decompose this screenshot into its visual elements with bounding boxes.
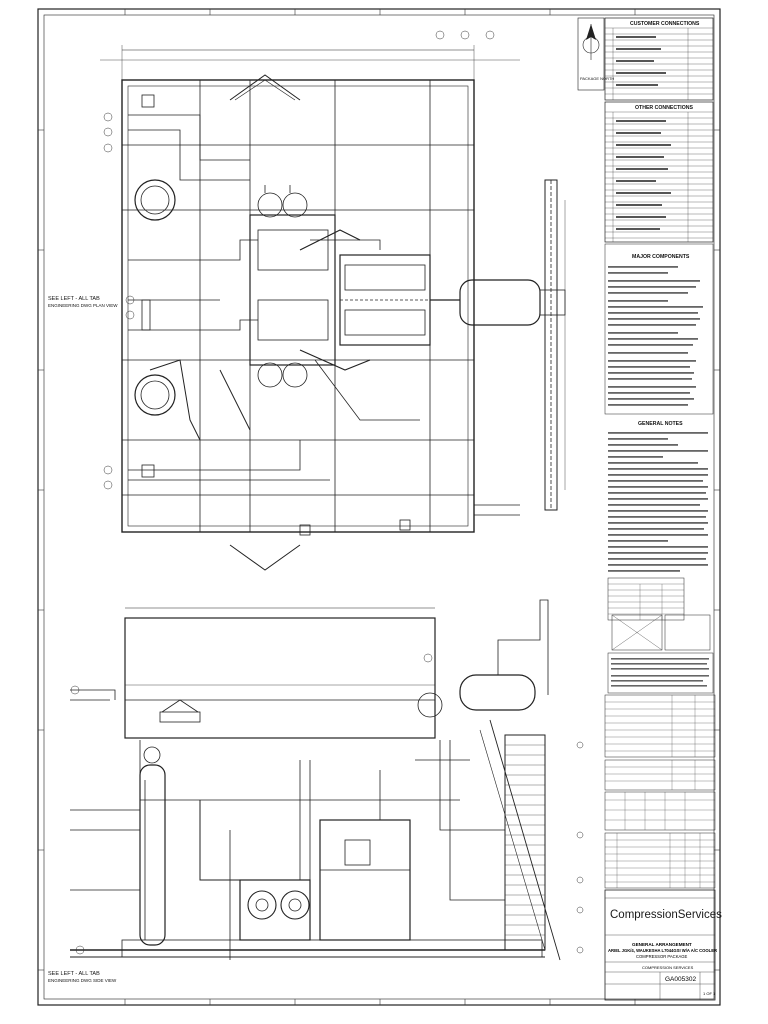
north-arrow-label: PACKAGE NORTH <box>580 76 614 81</box>
general-notes-title: GENERAL NOTES <box>638 421 683 427</box>
side-note-side: SEE LEFT - ALL TAB <box>48 971 100 977</box>
drawing-title-line-3: COMPRESSOR PACKAGE <box>636 954 688 959</box>
drawing-title-line-2: ARIEL JGK/4, WAUKESHA L7044GSI W/A A/C C… <box>608 948 717 953</box>
drawing-number: GA005302 <box>665 976 696 983</box>
side-view-tags <box>70 653 584 955</box>
company-logo: CompressionServices <box>610 909 722 921</box>
section-label: COMPRESSION SERVICES <box>642 965 694 970</box>
major-components-box <box>604 243 714 415</box>
side-note-side-sub: ENGINEERING DWG SIDE VIEW <box>48 978 117 983</box>
plan-view-tags <box>103 30 495 490</box>
side-note-plan-sub: ENGINEERING DWG PLAN VIEW <box>48 303 118 308</box>
customer-connections-title: CUSTOMER CONNECTIONS <box>630 21 700 27</box>
plan-view <box>100 45 566 571</box>
customer-connections-table <box>604 17 714 101</box>
side-note-plan: SEE LEFT - ALL TAB <box>48 296 100 302</box>
side-view <box>70 599 561 961</box>
zone-ticks <box>38 9 720 1005</box>
sheet-border <box>37 8 721 1006</box>
drawing-title-line-1: GENERAL ARRANGEMENT <box>632 942 692 947</box>
major-components-title: MAJOR COMPONENTS <box>632 254 690 260</box>
north-arrow-icon <box>582 24 600 60</box>
right-panel: PACKAGE NORTH CUSTOMER CONNECTIONS OTHER… <box>577 17 722 1001</box>
sheet-number: 1 OF 1 <box>703 991 716 996</box>
other-connections-title: OTHER CONNECTIONS <box>635 105 693 111</box>
